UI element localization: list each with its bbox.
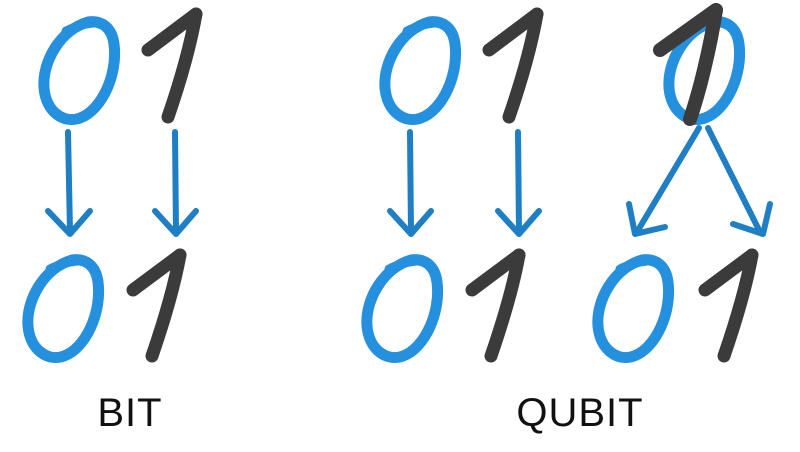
glyph-one-stem [161, 7, 203, 124]
bit-label: BIT [97, 391, 163, 435]
bit-top-one [141, 7, 203, 124]
glyph-zero-stroke [361, 254, 444, 363]
arrow-shaft [407, 129, 414, 235]
arrow-head [626, 201, 668, 237]
arrow-head [495, 208, 542, 237]
bit-bottom-zero [22, 254, 105, 363]
qubit-arrow-one [495, 129, 542, 237]
arrow-head [152, 208, 199, 237]
qubit-label: QUBIT [516, 391, 644, 435]
glyph-one-flag [126, 248, 187, 297]
glyph-zero-hook [402, 18, 446, 36]
arrow-shaft [515, 129, 522, 235]
qubit-bottom-one-a [465, 248, 526, 363]
arrow-shaft [172, 129, 179, 235]
glyph-one-stem [717, 248, 759, 363]
glyph-one-stem [145, 248, 187, 363]
qubit-top-one [482, 7, 544, 124]
glyph-zero-hook [45, 256, 89, 274]
arrow-shaft [65, 129, 73, 235]
bit-arrow-one [152, 129, 199, 237]
qubit-bottom-zero-b [592, 254, 675, 363]
arrow-head [730, 201, 773, 237]
superposition-zero-stroke [663, 16, 746, 125]
glyph-zero-stroke [38, 16, 121, 125]
glyph-zero-stroke [592, 254, 675, 363]
glyph-one-flag [698, 248, 759, 297]
bit-bottom-one [126, 248, 187, 363]
qubit-bottom-zero-a [361, 254, 444, 363]
glyph-one-stem [484, 248, 526, 363]
arrow-shaft [705, 125, 763, 235]
superposition-one-stem [683, 3, 723, 126]
qubit-panel [361, 3, 773, 363]
glyph-zero-hook [384, 256, 428, 274]
qubit-arrow-zero [387, 129, 434, 237]
qubit-bottom-one-b [698, 248, 759, 363]
arrow-head [387, 208, 434, 237]
bit-top-zero [38, 16, 121, 125]
glyph-one-flag [141, 7, 203, 57]
arrow-head [45, 208, 93, 237]
qubit-superposition-state [653, 3, 746, 126]
glyph-zero-hook [615, 256, 659, 274]
bit-panel [22, 7, 203, 363]
glyph-one-flag [482, 7, 544, 57]
qubit-arrow-split-left [626, 125, 702, 237]
qubit-top-zero [379, 16, 462, 125]
glyph-zero-hook [61, 18, 105, 36]
bit-arrow-zero [45, 129, 93, 237]
glyph-zero-stroke [379, 16, 462, 125]
superposition-one-flag [653, 3, 723, 57]
glyph-zero-stroke [22, 254, 105, 363]
qubit-arrow-split-right [705, 125, 773, 237]
glyph-one-stem [502, 7, 544, 124]
arrow-shaft [634, 125, 702, 235]
glyph-one-flag [465, 248, 526, 297]
